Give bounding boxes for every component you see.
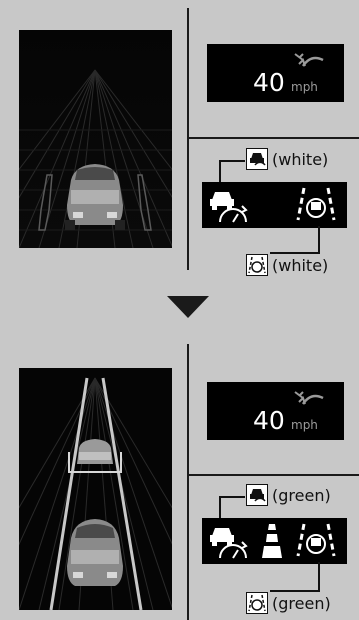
own-vehicle-icon bbox=[67, 519, 123, 586]
speedometer-icon bbox=[216, 536, 252, 562]
callout-line-lower bbox=[318, 562, 320, 592]
top-section: 40 mph (white) bbox=[0, 0, 359, 270]
callout-line-lower-h bbox=[270, 252, 320, 254]
road-scene-no-vehicle bbox=[19, 30, 172, 248]
indicator-display bbox=[202, 518, 347, 564]
set-speed-value: 40 bbox=[253, 68, 285, 97]
car-ahead-icon bbox=[246, 148, 268, 170]
callout-line-upper bbox=[219, 160, 221, 182]
road-scene-vehicle-ahead bbox=[19, 368, 172, 610]
down-arrow-icon bbox=[167, 296, 209, 318]
lane-keeping-icon bbox=[246, 592, 268, 614]
color-label-upper: (green) bbox=[272, 486, 331, 505]
own-vehicle-icon bbox=[65, 164, 125, 230]
speed-display: 40 mph bbox=[207, 44, 344, 102]
lane-markings-icon bbox=[257, 522, 287, 562]
lane-keeping-icon bbox=[296, 520, 336, 562]
lane-keeping-icon bbox=[296, 184, 336, 226]
callout-line-upper-h bbox=[219, 160, 245, 162]
callout-line-lower-h bbox=[270, 590, 320, 592]
speed-set-icon bbox=[291, 50, 327, 74]
speed-unit: mph bbox=[291, 418, 318, 432]
indicator-display bbox=[202, 182, 347, 228]
color-label-lower: (green) bbox=[272, 594, 331, 613]
speedometer-icon bbox=[216, 200, 252, 226]
color-label-lower: (white) bbox=[272, 256, 328, 275]
callout-line-upper-h bbox=[219, 496, 245, 498]
speed-display: 40 mph bbox=[207, 382, 344, 440]
road-illustration bbox=[19, 30, 172, 248]
divider-horizontal bbox=[187, 137, 359, 139]
road-illustration bbox=[19, 368, 172, 610]
callout-line-lower bbox=[318, 226, 320, 254]
speed-unit: mph bbox=[291, 80, 318, 94]
color-label-upper: (white) bbox=[272, 150, 328, 169]
speed-set-icon bbox=[291, 388, 327, 412]
set-speed-value: 40 bbox=[253, 406, 285, 435]
car-ahead-icon bbox=[246, 484, 268, 506]
lane-keeping-icon bbox=[246, 254, 268, 276]
divider-vertical bbox=[187, 8, 189, 270]
divider-vertical bbox=[187, 344, 189, 620]
divider-horizontal bbox=[187, 474, 359, 476]
callout-line-upper bbox=[219, 496, 221, 518]
bottom-section: 40 mph (gre bbox=[0, 330, 359, 620]
